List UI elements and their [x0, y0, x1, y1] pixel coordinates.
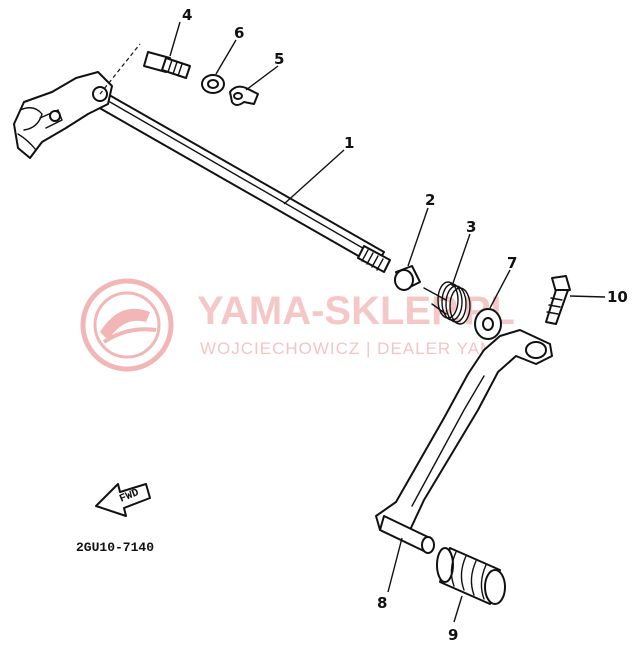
part-3-torsion-spring — [423, 281, 471, 325]
part-8-shift-pedal — [375, 329, 553, 554]
callout-8: 8 — [377, 594, 387, 612]
callout-5: 5 — [274, 50, 284, 68]
part-7-washer — [474, 308, 502, 340]
part-5-lock-washer — [229, 85, 259, 106]
leader-lines — [169, 21, 606, 623]
part-10-bolt — [545, 275, 571, 325]
part-4-bolt — [99, 43, 191, 95]
callout-10: 10 — [607, 288, 628, 306]
callout-1: 1 — [344, 134, 354, 152]
callout-3: 3 — [466, 218, 476, 236]
callout-7: 7 — [507, 254, 517, 272]
callout-6: 6 — [234, 24, 244, 42]
part-1-shift-shaft — [13, 71, 391, 273]
callout-4: 4 — [182, 6, 192, 24]
watermark-logo-icon — [80, 278, 174, 372]
watermark-subtitle: WOJCIECHOWICZ | DEALER YAMAHA — [200, 339, 533, 358]
forward-arrow-icon: FWD — [95, 483, 151, 517]
callout-2: 2 — [425, 191, 435, 209]
diagram-code: 2GU10-7140 — [76, 540, 154, 555]
callout-9: 9 — [448, 626, 458, 644]
callout-numbers: 4 6 5 1 2 3 7 10 8 9 — [182, 6, 628, 644]
part-6-nut — [201, 74, 225, 94]
part-9-pedal-rubber — [436, 547, 506, 605]
watermark-title: YAMA-SKLEP.PL — [197, 289, 515, 333]
part-2-collar — [394, 265, 421, 291]
watermark: YAMA-SKLEP.PL WOJCIECHOWICZ | DEALER YAM… — [80, 278, 533, 372]
